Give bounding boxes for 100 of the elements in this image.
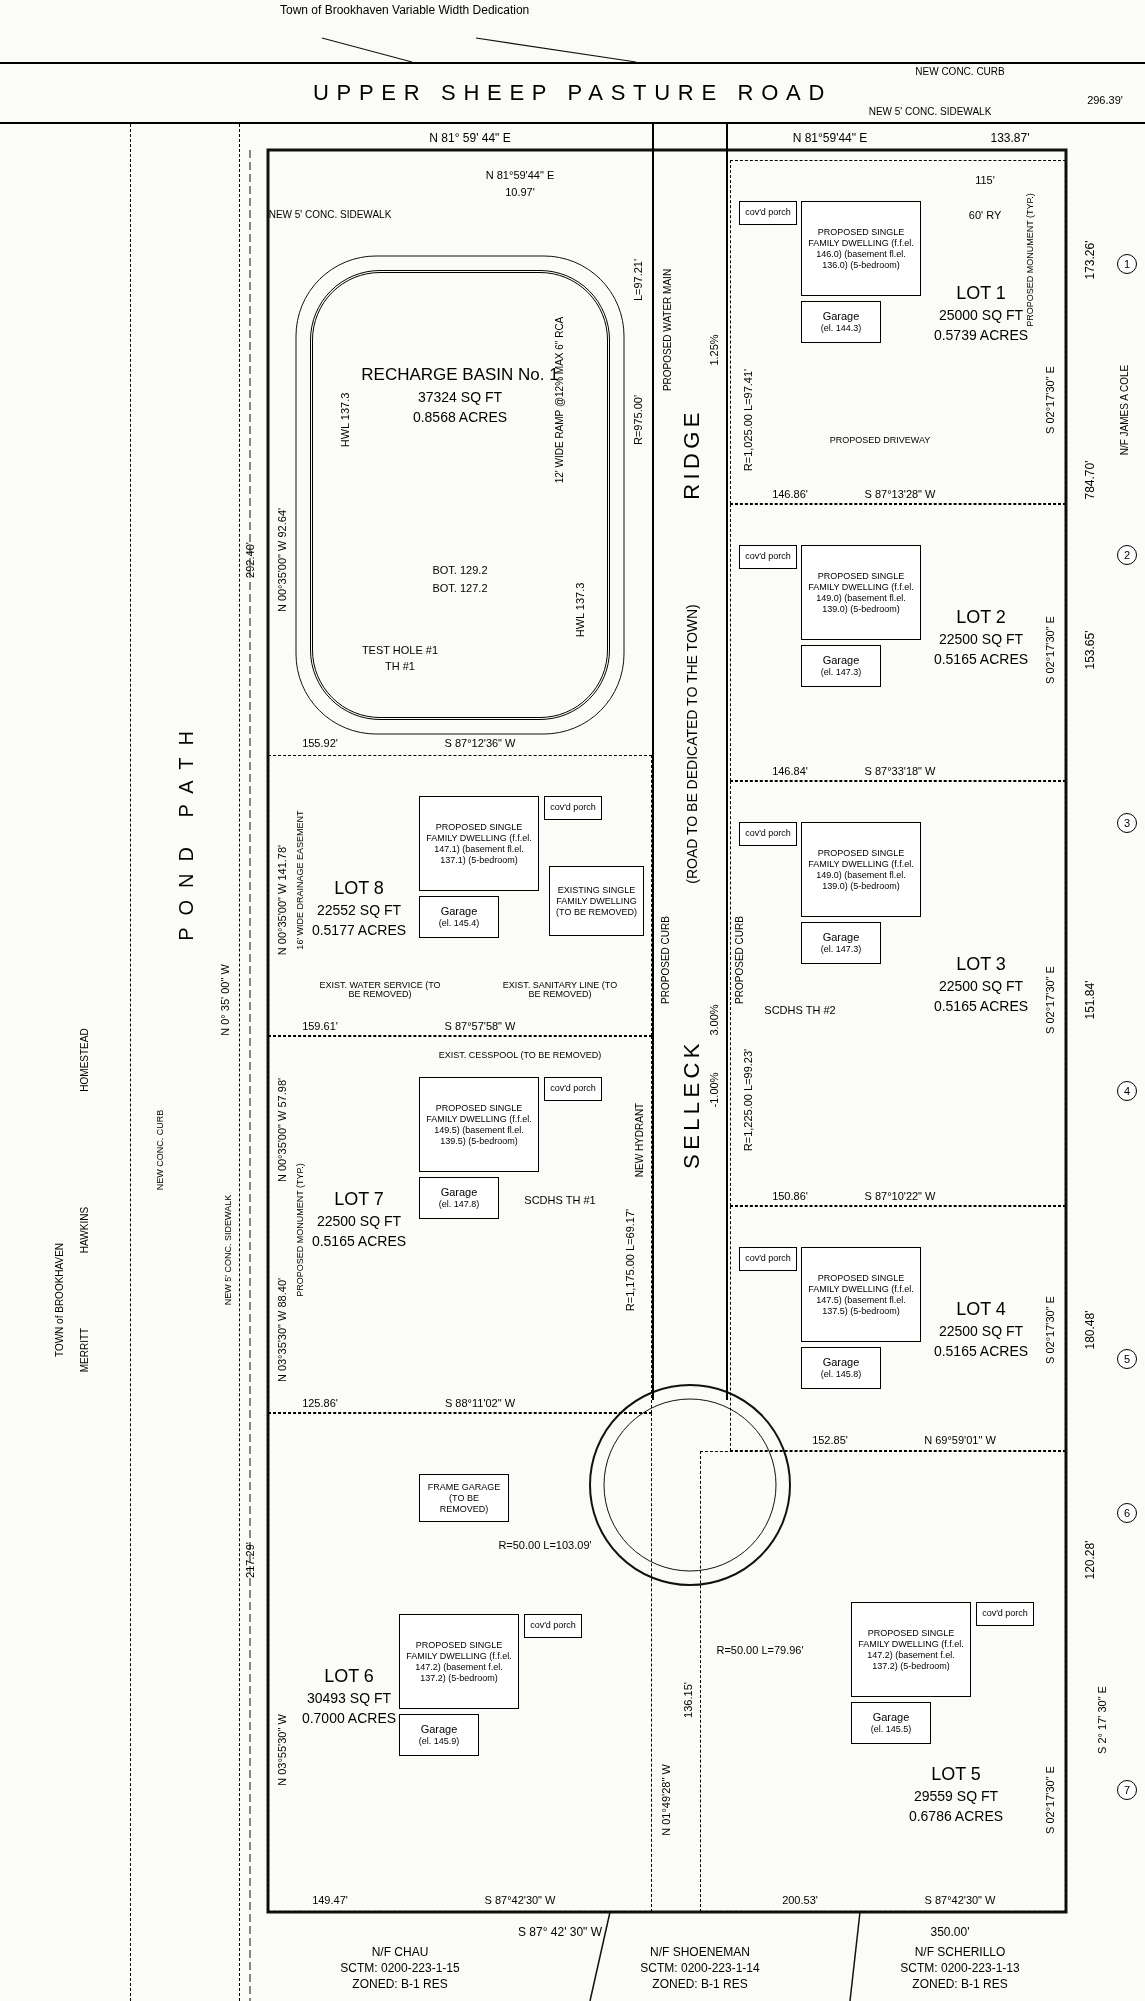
- lot-area: 30493 SQ FT: [306, 1688, 391, 1708]
- lot-area: 0.5165 ACRES: [933, 649, 1029, 669]
- curve-label: R=975.00': [632, 394, 644, 446]
- lot-area: 22500 SQ FT: [316, 1211, 401, 1231]
- garage-footprint: [399, 1714, 479, 1756]
- note-label: PROPOSED DRIVEWAY: [829, 435, 931, 445]
- road-band: [0, 62, 1145, 124]
- note-label: NEW 5' CONC. SIDEWALK: [268, 210, 392, 220]
- bearing-label: N 03°35'30" W 88.40': [276, 1277, 288, 1383]
- lot-number: LOT 1: [956, 282, 1006, 305]
- note-label: PROPOSED MONUMENT (TYP.): [1025, 193, 1035, 327]
- elevation-label: HWL 137.3: [574, 582, 586, 638]
- lot-area: 0.5177 ACRES: [311, 920, 407, 940]
- building-note: PROPOSED SINGLE FAMILY DWELLING (f.f.el. 149.5) (basement fl.el. 139.5) (5-bedroom): [425, 1102, 533, 1147]
- owner-label: MERRITT: [80, 1327, 90, 1373]
- road-band: [652, 124, 728, 1400]
- lot-area: 0.5165 ACRES: [311, 1231, 407, 1251]
- porch-footprint: [739, 201, 797, 225]
- street-name: SELLECK: [681, 1039, 703, 1169]
- note-label: SCDHS TH #2: [764, 1004, 836, 1016]
- owner-label: SCTM: 0200-223-1-14: [640, 1962, 760, 1974]
- elevation-label: (el. 145.8): [820, 1368, 862, 1380]
- grid-number: 2: [1117, 545, 1137, 565]
- owner-label: N/F SHOENEMAN: [650, 1946, 750, 1958]
- lot-number: LOT 6: [324, 1665, 374, 1688]
- street-name: POND PATH: [176, 719, 196, 941]
- lot-area: 0.6786 ACRES: [908, 1806, 1004, 1826]
- lot-area: 25000 SQ FT: [938, 305, 1023, 325]
- owner-label: TOWN of BROOKHAVEN: [55, 1242, 65, 1358]
- distance-label: 152.85': [812, 1434, 848, 1446]
- distance-label: 125.86': [302, 1397, 338, 1409]
- distance-label: 120.28': [1084, 1540, 1096, 1580]
- note-label: NEW 5' CONC. SIDEWALK: [223, 1194, 233, 1306]
- building-note: PROPOSED SINGLE FAMILY DWELLING (f.f.el. 147.1) (basement fl.el. 137.1) (5-bedroom): [425, 821, 533, 866]
- road-note: (ROAD TO BE DEDICATED TO THE TOWN): [685, 604, 699, 884]
- owner-label: N/F SCHERILLO: [914, 1946, 1006, 1958]
- garage-footprint: [801, 645, 881, 687]
- building-note: FRAME GARAGE (TO BE REMOVED): [426, 1481, 502, 1515]
- bearing-label: S 02°17'30" E: [1044, 1296, 1056, 1364]
- porch-label: cov'd porch: [745, 1252, 791, 1266]
- lot-area: 22500 SQ FT: [938, 629, 1023, 649]
- note-label: EXIST. CESSPOOL (TO BE REMOVED): [438, 1050, 602, 1060]
- lot-parcel: [268, 755, 652, 1036]
- elevation-label: (el. 145.4): [438, 917, 480, 929]
- leader-line: [321, 37, 413, 63]
- note-label: EXIST. WATER SERVICE (TO BE REMOVED): [318, 981, 442, 999]
- bearing-label: N 00°35'00" W 141.78': [276, 844, 288, 956]
- owner-label: HAWKINS: [80, 1206, 90, 1254]
- note-label: PROPOSED WATER MAIN: [663, 268, 673, 392]
- dwelling-footprint: [801, 545, 921, 640]
- elevation-label: BOT. 127.2: [432, 582, 488, 594]
- lot-area: 22552 SQ FT: [316, 900, 401, 920]
- slope-label: -1.00%: [708, 1072, 720, 1108]
- lot-area: 0.7000 ACRES: [301, 1708, 397, 1728]
- lot-number: LOT 2: [956, 606, 1006, 629]
- distance-label: 60' RY: [968, 209, 1002, 221]
- garage-label: Garage: [822, 1356, 860, 1368]
- note-label: NEW CONC. CURB: [155, 1109, 165, 1191]
- slope-label: 1.25%: [708, 334, 720, 366]
- note-label: TEST HOLE #1: [361, 644, 439, 656]
- garage-label: Garage: [440, 1186, 478, 1198]
- existing-dwelling: [549, 866, 644, 936]
- garage-label: Garage: [822, 654, 860, 666]
- lot-number: LOT 5: [931, 1763, 981, 1786]
- porch-footprint: [739, 1247, 797, 1271]
- grid-number: 1: [1117, 254, 1137, 274]
- curve-label: R=1,025.00 L=97.41': [742, 368, 754, 472]
- distance-label: 136.15': [682, 1682, 694, 1718]
- bearing-label: S 87°42'30" W: [924, 1894, 996, 1906]
- bearing-label: S 87°10'22" W: [864, 1190, 936, 1202]
- lot-area: 22500 SQ FT: [938, 976, 1023, 996]
- bearing-label: N 0° 35' 00" W: [219, 964, 231, 1036]
- note-label: PROPOSED MONUMENT (TYP.): [295, 1163, 305, 1297]
- owner-label: ZONED: B-1 RES: [652, 1978, 748, 1990]
- basin-area: 37324 SQ FT: [417, 387, 502, 407]
- lot-area: 29559 SQ FT: [913, 1786, 998, 1806]
- bearing-label: N 03°55'30" W: [276, 1714, 288, 1786]
- elevation-label: (el. 147.3): [820, 943, 862, 955]
- porch-footprint: [976, 1602, 1034, 1626]
- dwelling-footprint: [399, 1614, 519, 1709]
- lot-number: LOT 8: [334, 877, 384, 900]
- porch-label: cov'd porch: [745, 206, 791, 220]
- note-label: 16' WIDE DRAINAGE EASEMENT: [295, 810, 305, 950]
- building-note: PROPOSED SINGLE FAMILY DWELLING (f.f.el. 147.5) (basement fl.el. 137.5) (5-bedroom): [807, 1272, 915, 1317]
- porch-label: cov'd porch: [745, 550, 791, 564]
- dwelling-footprint: [851, 1602, 971, 1697]
- frame-garage: [419, 1474, 509, 1522]
- slope-label: 3.00%: [708, 1004, 720, 1036]
- dwelling-footprint: [419, 796, 539, 891]
- bearing-label: S 87° 42' 30" W: [517, 1926, 603, 1938]
- garage-label: Garage: [872, 1711, 910, 1723]
- porch-footprint: [524, 1614, 582, 1638]
- dedication-note: Town of Brookhaven Variable Width Dedication: [280, 2, 531, 18]
- distance-label: 180.48': [1084, 1310, 1096, 1350]
- bearing-label: S 87°13'28" W: [864, 488, 936, 500]
- garage-footprint: [419, 1177, 499, 1219]
- note-label: EXIST. SANITARY LINE (TO BE REMOVED): [501, 981, 619, 999]
- road-band: [130, 124, 240, 2001]
- bearing-label: S 02°17'30" E: [1044, 966, 1056, 1034]
- distance-label: 151.84': [1084, 980, 1096, 1020]
